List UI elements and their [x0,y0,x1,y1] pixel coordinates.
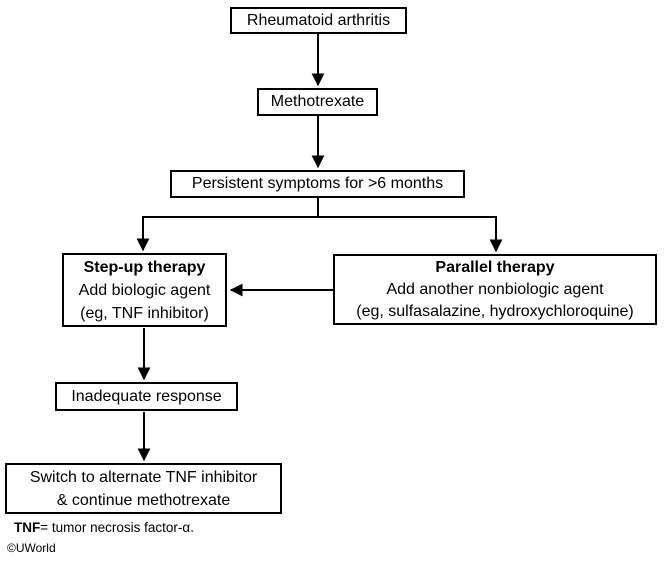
footnote-definition: = tumor necrosis factor-α. [40,520,194,535]
node-step-up-therapy-title: Step-up therapy [83,258,206,276]
footnote: TNF= tumor necrosis factor-α. [14,520,194,535]
branch-junction-line [143,198,496,218]
copyright-credit: ©UWorld [7,541,56,555]
footnote-abbreviation: TNF [14,520,41,535]
node-rheumatoid-arthritis: Rheumatoid arthritis [230,7,407,34]
node-parallel-therapy-line3: (eg, sulfasalazine, hydroxychloroquine) [356,302,634,320]
node-methotrexate: Methotrexate [257,88,378,116]
node-switch-tnf-inhibitor-line1: Switch to alternate TNF inhibitor [29,468,258,486]
node-step-up-therapy-line2: Add biologic agent [78,281,211,299]
node-step-up-therapy-line3: (eg, TNF inhibitor) [80,304,209,322]
node-methotrexate-label: Methotrexate [270,93,365,110]
node-step-up-therapy: Step-up therapy Add biologic agent (eg, … [62,253,227,327]
node-switch-tnf-inhibitor: Switch to alternate TNF inhibitor & cont… [5,463,282,514]
node-persistent-symptoms: Persistent symptoms for >6 months [170,170,465,198]
node-persistent-symptoms-label: Persistent symptoms for >6 months [191,175,444,192]
node-parallel-therapy-title: Parallel therapy [435,258,555,276]
node-parallel-therapy-line2: Add another nonbiologic agent [386,280,604,298]
node-rheumatoid-arthritis-label: Rheumatoid arthritis [246,11,391,29]
node-inadequate-response: Inadequate response [55,382,238,411]
node-parallel-therapy: Parallel therapy Add another nonbiologic… [333,254,657,325]
node-switch-tnf-inhibitor-line2: & continue methotrexate [56,491,231,509]
node-inadequate-response-label: Inadequate response [71,387,222,405]
